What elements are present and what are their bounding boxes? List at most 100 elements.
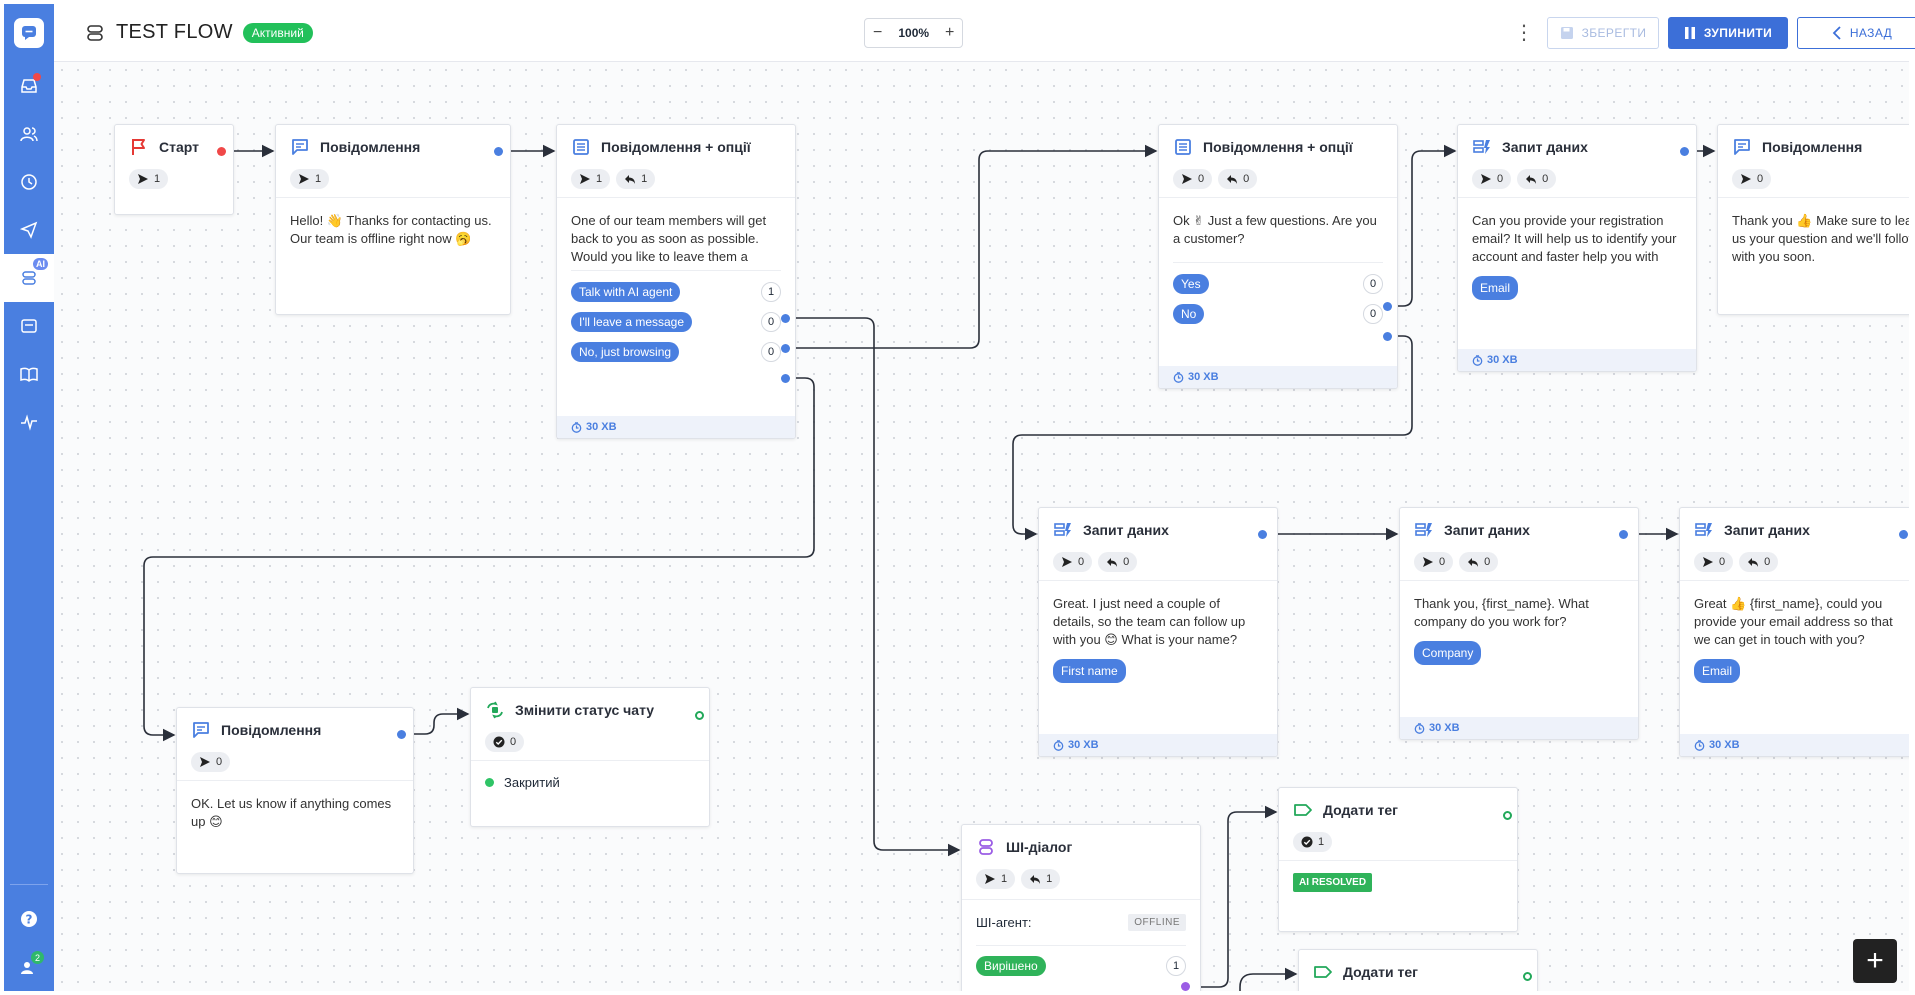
node-add-tag-2[interactable]: Додати тег [1298,949,1538,991]
sidebar-item-help[interactable]: ? [4,895,54,943]
port-data-request-4-out[interactable] [1899,530,1908,539]
option-row[interactable]: Talk with AI agent 1 [571,277,781,307]
send-icon [1062,557,1072,567]
sent-count-value: 0 [216,756,223,768]
timer-icon [1414,722,1425,734]
status-dot [485,778,494,787]
node-data-request-1[interactable]: Запит даних 0 0 Can you provide your reg… [1457,124,1697,372]
flow-canvas[interactable]: Старт 1 Повідомлення 1 Hello! 👋 Thanks f… [54,62,1909,991]
sidebar-item-contacts[interactable] [4,110,54,158]
node-data-request-4[interactable]: Запит даних 0 0 Great 👍 {first_name}, co… [1679,507,1909,757]
option-row[interactable]: Yes 0 [1173,269,1383,299]
port-option-1-out[interactable] [781,314,790,323]
node-change-status[interactable]: Змінити статус чату 0 Закритий [470,687,710,827]
sidebar-item-agents[interactable]: 2 [4,943,54,991]
sidebar-item-flows[interactable]: AI [4,254,54,302]
sent-count: 1 [571,169,611,189]
form-icon [1415,523,1432,537]
timer-footer: 30 ХВ [1680,734,1909,756]
field-tag: Company [1414,641,1482,665]
reply-count-value: 0 [1123,556,1130,568]
zoom-control: − 100% + [864,18,964,48]
timer-footer: 30 ХВ [557,416,795,438]
flow-icon [87,24,103,41]
message-text: One of our team members will get back to… [571,213,767,264]
node-add-tag-1[interactable]: Додати тег 1 AI RESOLVED [1278,787,1518,932]
edge-opts1-ai [788,317,961,857]
window-icon [21,319,37,333]
reply-count-value: 0 [1764,556,1771,568]
option-row[interactable]: No 0 [1173,299,1383,329]
sent-count-value: 0 [1078,556,1085,568]
node-message-options-1[interactable]: Повідомлення + опції 1 1 One of our team… [556,124,796,439]
node-message-options-2[interactable]: Повідомлення + опції 0 0 Ok ✌ Just a few… [1158,124,1398,389]
port-data-request-2-out[interactable] [1258,530,1267,539]
sidebar-item-analytics[interactable] [4,398,54,446]
send-icon [580,174,590,184]
reply-icon [1468,558,1479,567]
ai-flow-icon [979,839,993,855]
port-option-3-out[interactable] [781,374,790,383]
stop-button[interactable]: ЗУПИНИТИ [1668,17,1788,49]
reply-count-value: 1 [641,173,648,185]
send-icon [1423,557,1433,567]
port-add-tag-2-out[interactable] [1523,972,1532,981]
reply-count: 0 [1739,552,1779,572]
node-title: Старт [159,139,199,155]
sidebar-item-history[interactable] [4,158,54,206]
resolved-option[interactable]: Вирішено [976,956,1046,976]
port-message-1-out[interactable] [494,147,503,156]
node-ai-dialog[interactable]: ШІ-діалог 1 1 ШІ-агент: OFFLINE Вирішено… [961,824,1201,991]
back-button[interactable]: НАЗАД [1797,17,1915,49]
node-data-request-3[interactable]: Запит даних 0 0 Thank you, {first_name}.… [1399,507,1639,740]
edge-opts1-msg3 [143,377,815,742]
port-message-3-out[interactable] [397,730,406,739]
ai-agent-state: OFFLINE [1128,914,1186,931]
port-option-2-out[interactable] [781,344,790,353]
port-data-request-3-out[interactable] [1619,530,1628,539]
reply-count-value: 0 [1484,556,1491,568]
app-logo-icon[interactable] [14,18,44,48]
sent-count-value: 1 [154,173,161,185]
port-change-status-out[interactable] [695,711,704,720]
node-message-3[interactable]: Повідомлення 0 OK. Let us know if anythi… [176,707,414,874]
port-yes-out[interactable] [1383,302,1392,311]
more-options-icon[interactable]: ⋮ [1514,22,1534,44]
node-title: Повідомлення + опції [601,139,751,155]
reply-count: 0 [1218,169,1258,189]
option-row[interactable]: No, just browsing 0 [571,337,781,367]
sidebar-item-knowledge[interactable] [4,350,54,398]
zoom-in-button[interactable]: + [945,24,955,41]
stop-button-label: ЗУПИНИТИ [1703,26,1773,40]
node-start[interactable]: Старт 1 [114,124,234,215]
node-title: Повідомлення [221,722,322,738]
message-text: Thank you, {first_name}. What company do… [1414,596,1589,629]
status-swap-icon [487,701,503,719]
add-node-button[interactable]: + [1853,939,1897,983]
timer-footer: 30 ХВ [1039,734,1277,756]
port-no-out[interactable] [1383,332,1392,341]
sidebar-item-broadcast[interactable] [4,206,54,254]
done-count-value: 1 [1318,836,1325,848]
timer-icon [1694,739,1705,751]
port-start-out[interactable] [217,147,226,156]
port-data-request-1-out[interactable] [1680,147,1689,156]
port-add-tag-1-out[interactable] [1503,811,1512,820]
sidebar-item-widgets[interactable] [4,302,54,350]
message-text: Great. I just need a couple of details, … [1053,596,1246,647]
option-row[interactable]: I'll leave a message 0 [571,307,781,337]
timer-icon [1053,739,1064,751]
reply-count-value: 1 [1046,873,1053,885]
reply-count-value: 0 [1243,173,1250,185]
users-icon [20,127,38,142]
status-value: Закритий [471,760,709,804]
done-count: 1 [1293,832,1333,852]
save-button[interactable]: ЗБЕРЕГТИ [1547,17,1659,49]
send-icon [1481,174,1491,184]
node-message-1[interactable]: Повідомлення 1 Hello! 👋 Thanks for conta… [275,124,511,315]
node-message-2[interactable]: Повідомлення 0 Thank you 👍 Make sure to … [1717,124,1909,315]
node-data-request-2[interactable]: Запит даних 0 0 Great. I just need a cou… [1038,507,1278,757]
zoom-out-button[interactable]: − [873,24,883,41]
sidebar-item-inbox[interactable] [4,62,54,110]
port-ai-resolved-out[interactable] [1181,982,1190,991]
